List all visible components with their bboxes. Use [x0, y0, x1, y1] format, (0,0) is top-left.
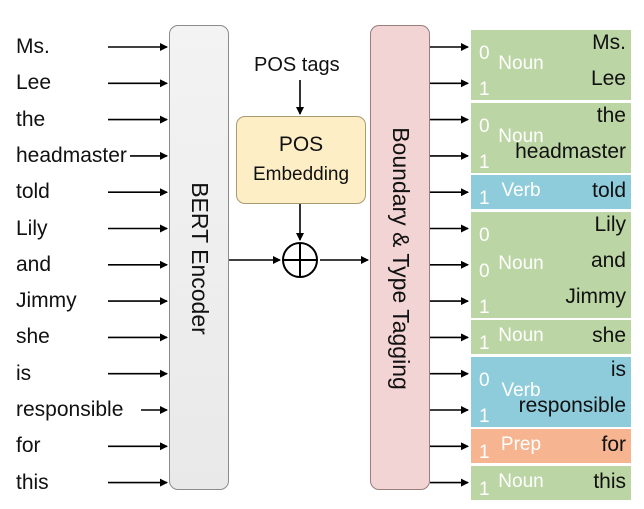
combine-operator-icon: [282, 242, 318, 278]
input-word: Ms.: [16, 35, 50, 58]
boundary-bit: 0: [479, 115, 490, 137]
output-word: Ms.: [592, 31, 626, 54]
boundary-bit: 1: [479, 79, 490, 101]
tag-group-noun: Noun 1 this: [471, 465, 631, 500]
output-word: she: [592, 324, 626, 348]
input-word: the: [16, 107, 46, 131]
input-word: headmaster: [16, 143, 127, 167]
output-arrows: [430, 43, 469, 487]
input-word: and: [16, 252, 52, 276]
input-word: for: [16, 434, 41, 458]
tag-type-label: Noun: [498, 470, 544, 492]
tag-type-label: Prep: [500, 434, 542, 456]
tag-type-label: Noun: [498, 53, 544, 75]
boundary-bit: 1: [479, 478, 490, 500]
output-word: Jimmy: [565, 285, 626, 309]
pos-tags-label: POS tags: [254, 54, 340, 76]
tag-group-noun: Noun 0 Ms. 1 Lee: [471, 30, 631, 101]
boundary-bit: 1: [479, 297, 490, 319]
boundary-bit: 0: [479, 260, 490, 282]
boundary-bit: 0: [479, 369, 490, 391]
tag-type-label: Noun: [498, 252, 544, 274]
output-word: this: [593, 469, 626, 493]
pos-embedding-box: POS Embedding: [236, 116, 366, 204]
boundary-bit: 1: [479, 442, 490, 464]
tag-type-label: Noun: [498, 325, 544, 347]
output-word: told: [592, 179, 626, 203]
input-word: Jimmy: [16, 289, 77, 313]
input-word: this: [16, 470, 49, 494]
tag-type-label: Verb: [501, 180, 541, 202]
output-word: and: [590, 248, 626, 272]
boundary-bit: 1: [479, 188, 490, 210]
output-word: headmaster: [515, 139, 626, 163]
tag-group-prep: Prep 1 for: [471, 429, 631, 464]
output-word: the: [596, 103, 626, 127]
tag-group-noun: Noun 0 Lily 0 and 1 Jimmy: [471, 211, 631, 319]
input-word: responsible: [16, 398, 124, 421]
boundary-bit: 0: [479, 43, 490, 64]
boundary-type-tagging-label: Boundary & Type Tagging: [388, 127, 415, 390]
input-word: she: [16, 325, 50, 349]
bert-encoder-label: BERT Encoder: [187, 182, 214, 335]
input-word: is: [16, 361, 32, 385]
tag-group-noun: Noun 1 she: [471, 320, 631, 355]
tag-group-noun: Noun 0 the 1 headmaster: [471, 102, 631, 173]
output-word: is: [610, 357, 626, 381]
boundary-bit: 1: [479, 405, 490, 427]
pos-embedding-line2: Embedding: [252, 164, 350, 185]
tag-group-verb: Verb 0 is 1 responsible: [471, 356, 631, 427]
output-word: Lily: [594, 212, 626, 236]
tag-type-label: Noun: [498, 125, 544, 147]
boundary-type-tagging-box: Boundary & Type Tagging: [370, 25, 430, 490]
output-word: Lee: [590, 67, 626, 91]
output-word: responsible: [518, 393, 626, 417]
tag-group-verb: Verb 1 told: [471, 175, 631, 210]
input-word: told: [16, 180, 50, 204]
output-word: for: [601, 433, 626, 457]
boundary-bit: 1: [479, 333, 490, 355]
tag-type-label: Verb: [501, 379, 541, 401]
bert-encoder-box: BERT Encoder: [169, 25, 229, 490]
boundary-bit: 1: [479, 151, 490, 173]
input-arrows: [108, 43, 168, 487]
input-word: Lee: [16, 71, 52, 95]
boundary-bit: 0: [479, 224, 490, 246]
input-word: Lily: [16, 216, 48, 240]
pos-embedding-line1: POS: [278, 133, 324, 156]
